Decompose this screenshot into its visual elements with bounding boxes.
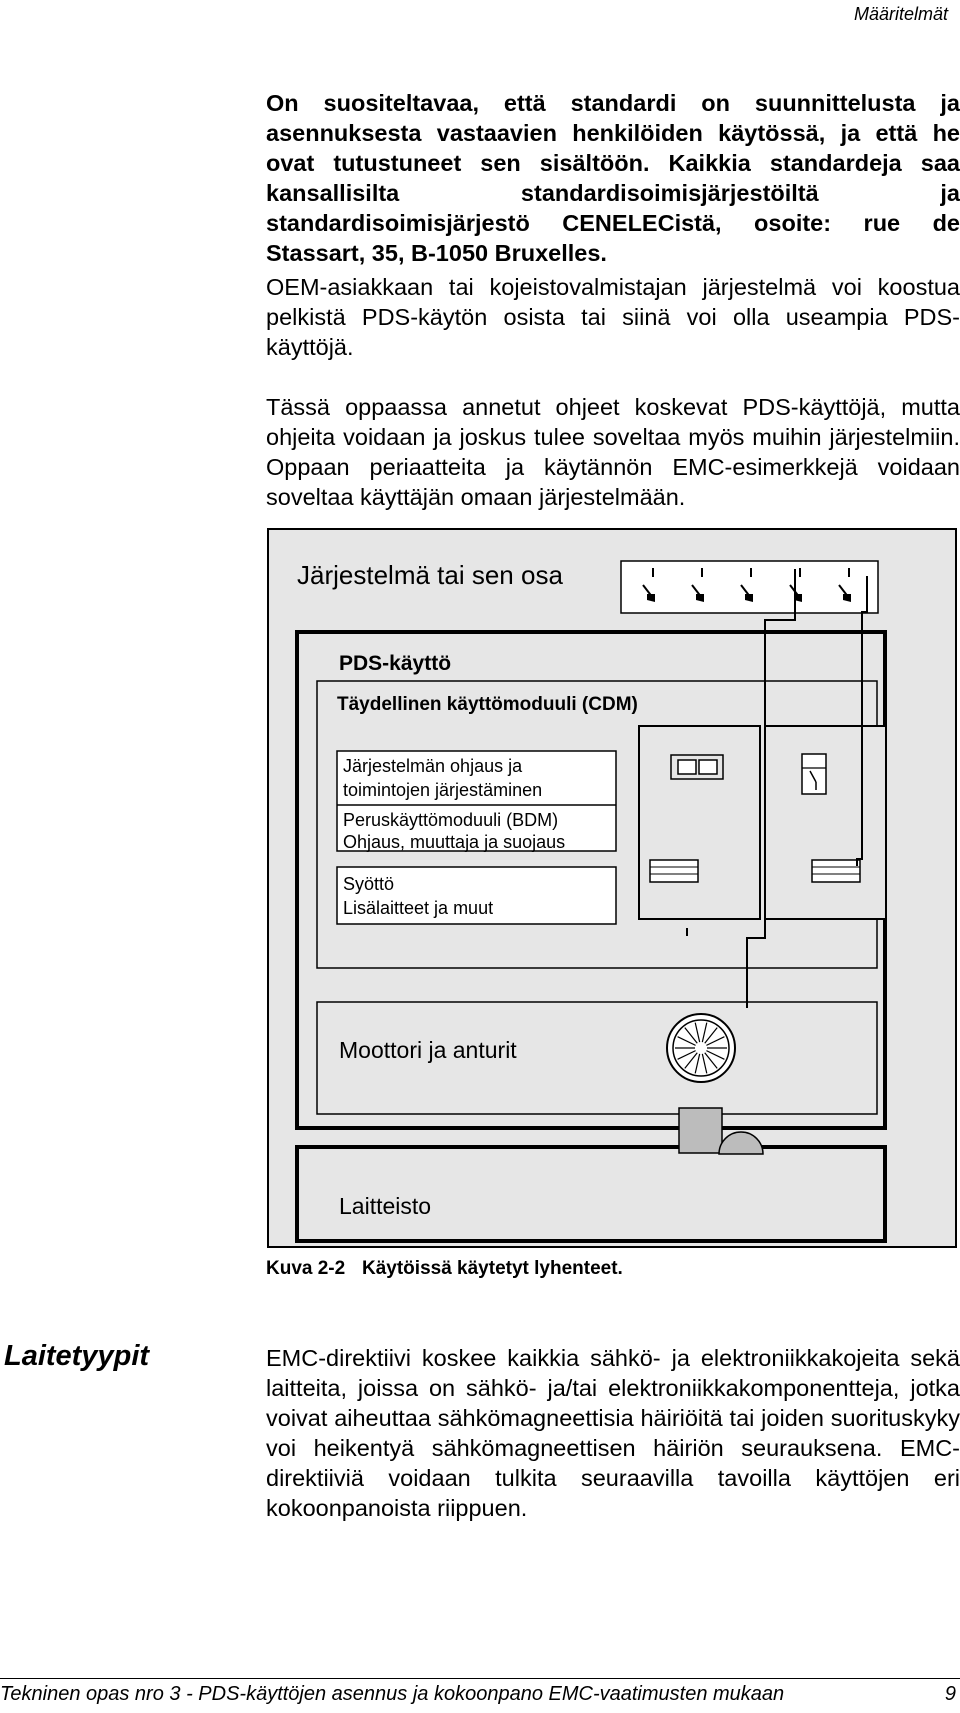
motor-spoke [706,1050,725,1060]
section-paragraph: EMC-direktiivi koskee kaikkia sähkö- ja … [266,1345,960,1521]
motor-spoke [677,1036,696,1046]
section-heading: Laitetyypit [4,1340,150,1372]
motor-icon [666,1013,736,1083]
motor-spoke [701,1022,708,1043]
switch-bar [620,560,879,614]
page-number: 9 [944,1683,956,1705]
equipment-box [295,1145,887,1243]
equipment-label: Laitteisto [339,1193,431,1219]
cdm-label: Täydellinen käyttömoduuli (CDM) [337,694,638,715]
footer-text: Tekninen opas nro 3 - PDS-käyttöjen asen… [0,1683,785,1705]
paragraph-standards: On suositeltavaa, että standardi on suun… [266,90,960,266]
supply-text-1: Syöttö [343,874,394,894]
motor-spoke [704,1052,718,1069]
caption-text: Käytöissä käytetyt lyhenteet. [362,1258,623,1279]
motor-spoke [704,1027,718,1044]
switch-symbol [838,568,851,602]
motor-spoke [694,1053,701,1074]
control-text-2: toimintojen järjestäminen [343,780,542,800]
figure-caption: Kuva 2-2 Käytöissä käytetyt lyhenteet. [266,1258,623,1280]
motor-box [316,1001,878,1115]
motor-spoke [701,1053,708,1074]
bdm-text-1: Peruskäyttömoduuli (BDM) [343,810,558,830]
equipment-block [678,1107,723,1154]
motor-spoke [694,1022,701,1043]
equipment-dome [718,1131,764,1155]
motor-spoke [677,1050,696,1060]
caption-number: Kuva 2-2 [266,1258,346,1279]
footer-divider [0,1678,960,1679]
switch-symbol [691,568,704,602]
supply-box [336,866,617,925]
pds-label: PDS-käyttö [339,652,451,675]
control-text-1: Järjestelmän ohjaus ja [343,756,523,776]
switch-symbol [740,568,753,602]
paragraph-oem: OEM-asiakkaan tai kojeistovalmistajan jä… [266,274,960,360]
supply-text-2: Lisälaitteet ja muut [343,898,493,918]
switch-symbol [642,568,655,602]
section-header: Määritelmät [853,4,948,24]
motor-spoke [684,1027,698,1044]
system-label: Järjestelmä tai sen osa [297,560,563,590]
cabinet-1 [638,725,761,920]
control-box [336,750,617,852]
motor-spoke [684,1052,698,1069]
motor-label: Moottori ja anturit [339,1037,517,1063]
paragraph-guide: Tässä oppaassa annetut ohjeet koskevat P… [266,394,960,510]
pds-diagram: Järjestelmä tai sen osa PDS-käyttö Täyde… [267,528,957,1248]
motor-spoke [706,1036,725,1046]
bdm-text-2: Ohjaus, muuttaja ja suojaus [343,832,565,852]
